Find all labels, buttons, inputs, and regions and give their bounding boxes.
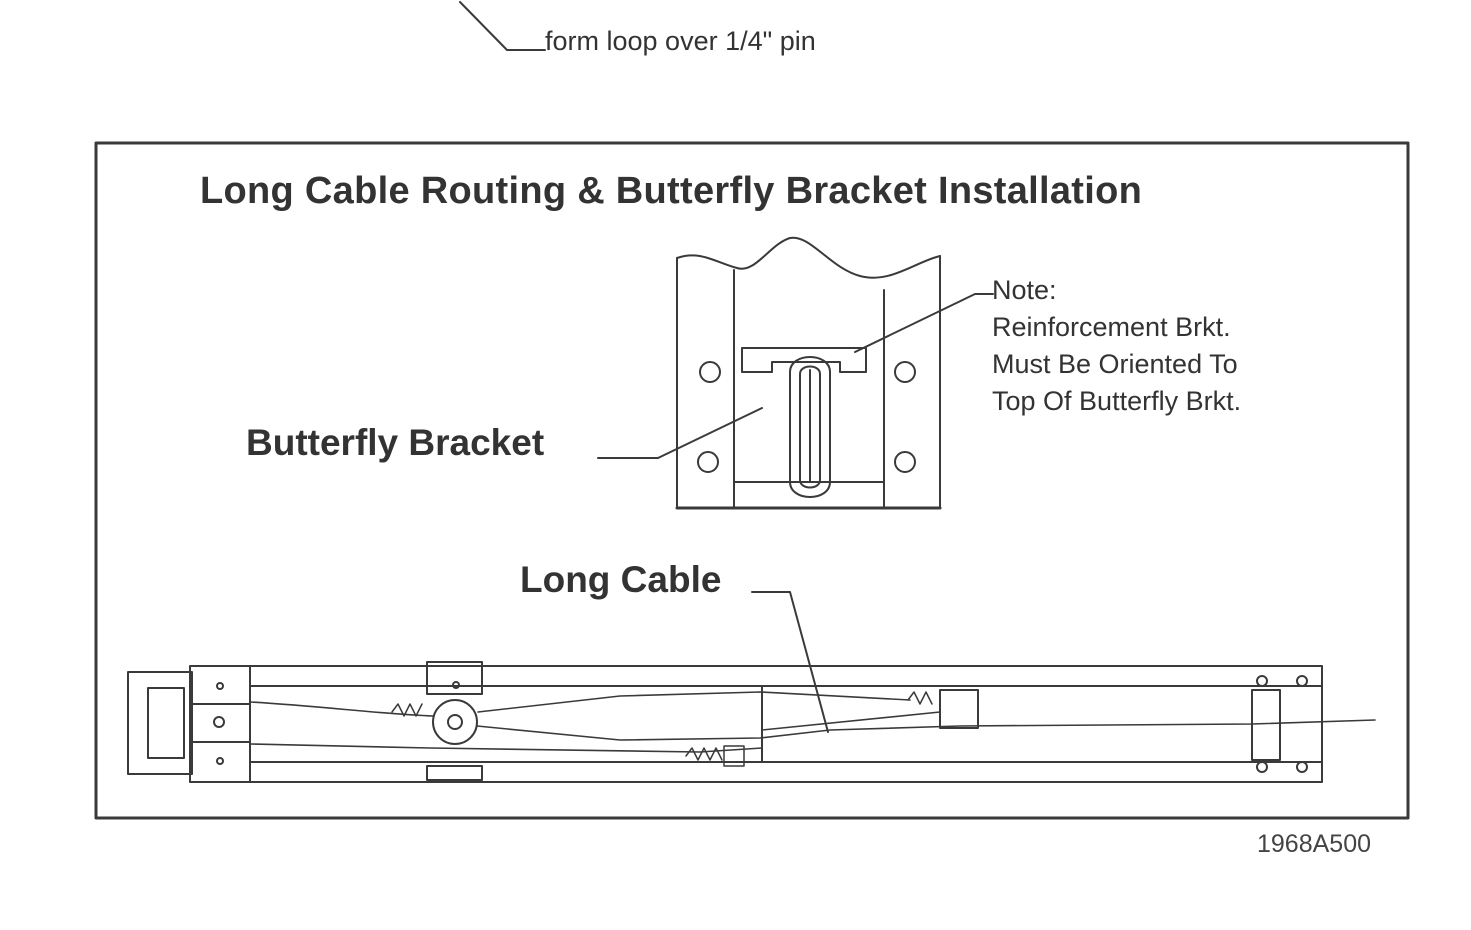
note-leader bbox=[854, 293, 994, 353]
part-number: 1968A500 bbox=[1257, 830, 1372, 858]
note-line: Must Be Oriented To bbox=[992, 349, 1238, 379]
note-line: Reinforcement Brkt. bbox=[992, 312, 1231, 342]
top-leader-line bbox=[459, 1, 546, 51]
cable-pulley bbox=[432, 699, 478, 745]
bracket-hole-bottom-left bbox=[697, 451, 719, 473]
reinforcement-note: Note: Reinforcement Brkt. Must Be Orient… bbox=[992, 272, 1241, 420]
butterfly-bracket-detail bbox=[675, 236, 942, 510]
long-cable-leader bbox=[751, 591, 829, 733]
cable-fittings bbox=[391, 691, 933, 767]
bracket-hole-top-left bbox=[699, 361, 721, 383]
note-line: Top Of Butterfly Brkt. bbox=[992, 386, 1242, 416]
rail-assembly bbox=[127, 661, 1323, 783]
bracket-hole-top-right bbox=[894, 361, 916, 383]
diagram-title: Long Cable Routing & Butterfly Bracket I… bbox=[200, 170, 1143, 212]
butterfly-bracket-label: Butterfly Bracket bbox=[246, 422, 545, 463]
bracket-hole-bottom-right bbox=[894, 451, 916, 473]
diagram-frame bbox=[94, 141, 1410, 820]
form-loop-callout: form loop over 1/4" pin bbox=[545, 26, 816, 56]
note-heading: Note: bbox=[992, 275, 1057, 305]
long-cable-label: Long Cable bbox=[520, 559, 722, 600]
long-cable bbox=[249, 701, 1376, 741]
reinforcement-bracket bbox=[741, 347, 867, 373]
cables bbox=[249, 691, 1376, 753]
butterfly-bracket-leader bbox=[597, 407, 763, 459]
